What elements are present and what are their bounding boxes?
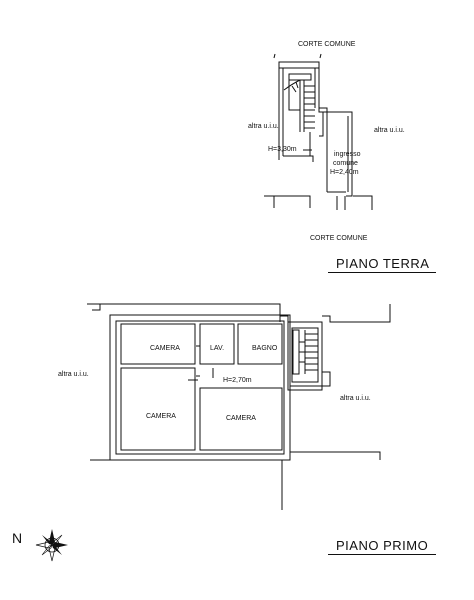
gf-neighbour-left [264,195,275,208]
ff-room-camera-right [199,387,283,451]
ff-neighbour-bottom-right [289,451,381,460]
ground-floor-title: PIANO TERRA [336,256,430,271]
ground-floor-plan [264,53,373,210]
ff-label-bagno: BAGNO [252,345,278,352]
ff-label-left: altra u.i.u. [58,371,89,378]
gf-entry-line2: comune [333,160,358,167]
ff-stair-wall [287,321,323,391]
gf-label-left: altra u.i.u. [248,123,279,130]
ff-neighbour-top-notch [280,315,289,322]
ff-neighbour-top-line [87,303,281,322]
gf-boundary-top-left [273,53,276,59]
gf-label-bottom: CORTE COMUNE [310,235,368,242]
gf-boundary-top-right [319,53,322,59]
ff-label-right: altra u.i.u. [340,395,371,402]
ground-floor-title-underline [328,272,436,273]
gf-neighbour-middle [274,195,311,208]
compass-rose-icon [35,529,68,562]
gf-corridor-top [318,107,328,113]
north-label: N [12,530,23,546]
ff-neighbour-top-right [322,304,391,323]
ff-stair-wall-inner [291,327,319,383]
ff-label-lav: LAV. [210,345,224,352]
gf-stair [283,73,315,132]
gf-label-right: altra u.i.u. [374,127,405,134]
first-floor-title: PIANO PRIMO [336,538,429,553]
gf-label-top: CORTE COMUNE [298,41,356,48]
gf-wall-top [278,61,320,69]
ff-room-bagno [237,323,283,365]
gf-room-bottom [283,155,314,162]
gf-height-label: H=3,30m [268,146,297,153]
ff-label-camera-top: CAMERA [150,345,180,352]
ff-height-label: H=2,70m [223,377,252,384]
ff-room-lav [199,323,235,365]
first-floor-title-underline [328,554,436,555]
ff-stair-landing [290,371,331,387]
first-floor-plan [87,303,391,510]
gf-entry-height: H=2,40m [330,169,359,176]
gf-corridor-right [327,111,353,197]
gf-entry-line1: ingresso [334,151,361,158]
ff-stair [292,329,318,375]
ff-outer-wall-inner [115,320,285,455]
ff-outer-wall [109,314,291,461]
ff-label-camera-left: CAMERA [146,413,176,420]
ff-label-camera-right: CAMERA [226,415,256,422]
gf-corridor-left-inner [319,112,324,137]
ff-room-camera-left [120,367,196,451]
ff-neighbour-top-left [92,304,101,311]
gf-neighbour-right [353,195,373,210]
ff-room-camera-top [120,323,196,365]
